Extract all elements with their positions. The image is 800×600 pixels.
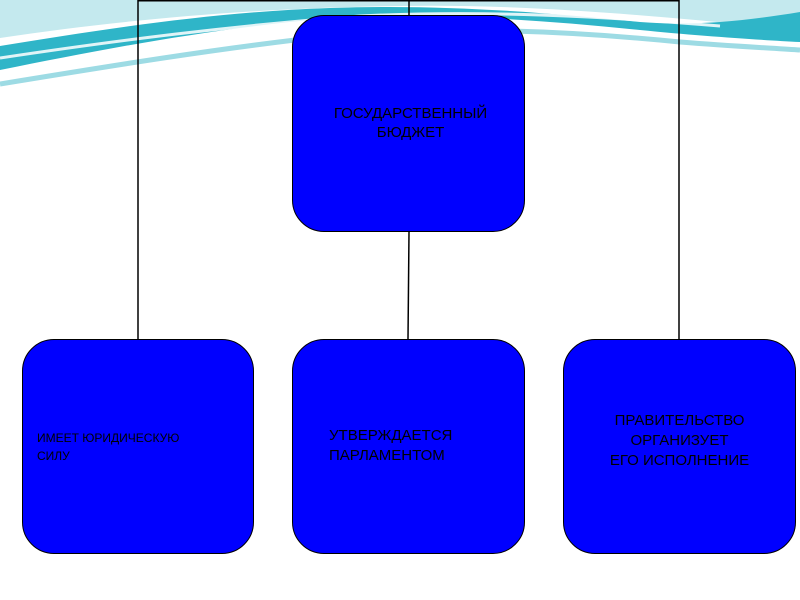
node-legal-force: ИМЕЕТ ЮРИДИЧЕСКУЮ СИЛУ	[22, 339, 254, 554]
node-government-executes-label: ПРАВИТЕЛЬСТВО ОРГАНИЗУЕТ ЕГО ИСПОЛНЕНИЕ	[609, 412, 750, 469]
connector-root-to-middle	[407, 231, 410, 340]
node-legal-force-label: ИМЕЕТ ЮРИДИЧЕСКУЮ СИЛУ	[37, 431, 180, 463]
wave-light-band	[0, 0, 800, 38]
node-government-executes: ПРАВИТЕЛЬСТВО ОРГАНИЗУЕТ ЕГО ИСПОЛНЕНИЕ	[563, 339, 796, 554]
wave-teal-band	[0, 6, 800, 70]
node-approved-by-parliament-label: УТВЕРЖДАЕТСЯ ПАРЛАМЕНТОМ	[329, 427, 453, 464]
node-approved-by-parliament: УТВЕРЖДАЕТСЯ ПАРЛАМЕНТОМ	[292, 339, 525, 554]
node-state-budget-label: ГОСУДАРСТВЕННЫЙ БЮДЖЕТ	[333, 105, 488, 141]
node-state-budget: ГОСУДАРСТВЕННЫЙ БЮДЖЕТ	[292, 15, 525, 232]
